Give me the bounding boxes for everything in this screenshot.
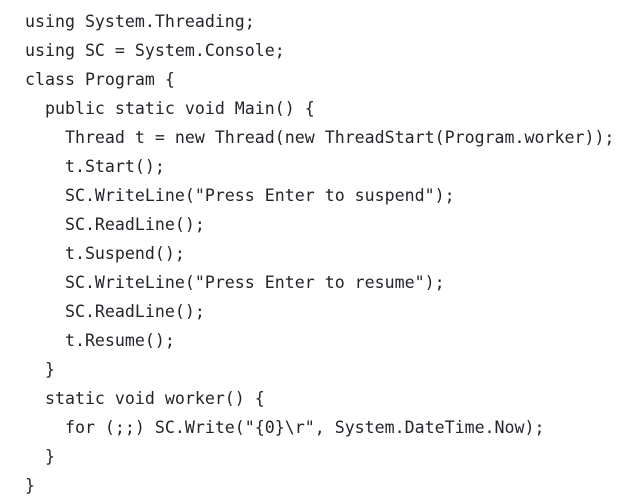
code-line: public static void Main() {	[25, 99, 315, 118]
code-line: t.Start();	[25, 157, 165, 176]
code-line: }	[25, 360, 55, 379]
code-line: Thread t = new Thread(new ThreadStart(Pr…	[25, 128, 615, 147]
code-line: t.Suspend();	[25, 244, 185, 263]
code-line: SC.WriteLine("Press Enter to resume");	[25, 273, 445, 292]
code-line: using SC = System.Console;	[25, 41, 285, 60]
code-line: t.Resume();	[25, 331, 175, 350]
code-line: for (;;) SC.Write("{0}\r", System.DateTi…	[25, 418, 545, 437]
code-line: static void worker() {	[25, 389, 265, 408]
code-line: using System.Threading;	[25, 12, 255, 31]
code-line: SC.ReadLine();	[25, 215, 205, 234]
code-listing: using System.Threading; using SC = System…	[25, 12, 615, 495]
code-line: }	[25, 447, 55, 466]
code-line: SC.WriteLine("Press Enter to suspend");	[25, 186, 455, 205]
code-line: class Program {	[25, 70, 175, 89]
code-line: }	[25, 476, 35, 495]
code-line: SC.ReadLine();	[25, 302, 205, 321]
